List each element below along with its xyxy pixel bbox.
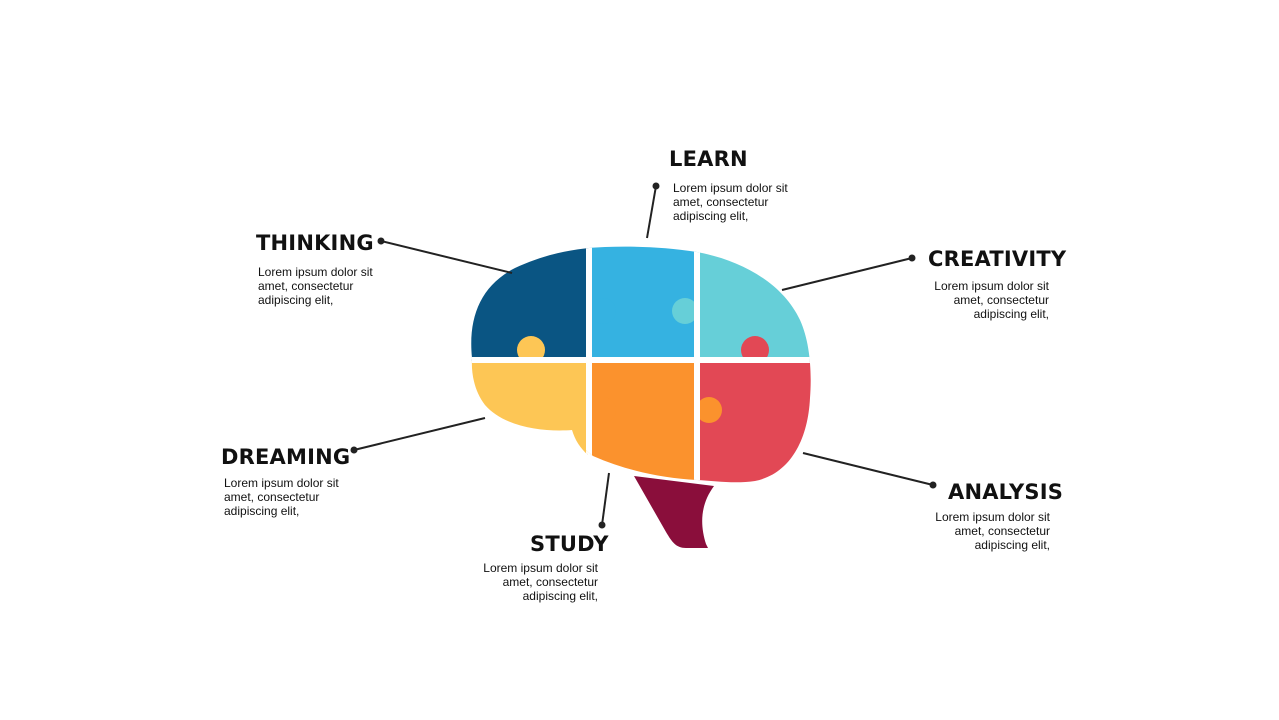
analysis-line-3: adipiscing elit, (974, 538, 1050, 552)
brain-stem-shape (634, 476, 714, 548)
analysis-piece (697, 361, 811, 483)
learn-description: Lorem ipsum dolor sit amet, consectetur … (673, 181, 823, 223)
study-piece (590, 361, 697, 483)
dreaming-description: Lorem ipsum dolor sit amet, consectetur … (224, 476, 374, 518)
dreaming-line-1: Lorem ipsum dolor sit (224, 476, 339, 490)
learn-line-3: adipiscing elit, (673, 209, 749, 223)
creativity-description: Lorem ipsum dolor sit amet, consectetur … (899, 279, 1049, 321)
thinking-title: THINKING (256, 231, 374, 255)
study-title: STUDY (530, 532, 609, 556)
thinking-line-1: Lorem ipsum dolor sit (258, 265, 373, 279)
leader-lines (350, 182, 937, 529)
thinking-piece (471, 246, 590, 361)
knob-creativity-learn (672, 298, 698, 324)
learn-piece (590, 246, 697, 361)
dreaming-piece (471, 361, 590, 481)
dot-creativity (908, 254, 916, 262)
leader-study (601, 472, 610, 526)
creativity-line-1: Lorem ipsum dolor sit (934, 279, 1049, 293)
knob-learn-thinking (590, 298, 616, 324)
creativity-line-2: amet, consectetur (953, 293, 1049, 307)
creativity-title: CREATIVITY (928, 247, 1067, 271)
brain-pieces (471, 246, 811, 483)
dreaming-title: DREAMING (221, 445, 351, 469)
dreaming-line-3: adipiscing elit, (224, 504, 300, 518)
dot-learn (652, 182, 660, 190)
study-line-1: Lorem ipsum dolor sit (483, 561, 598, 575)
study-line-3: adipiscing elit, (522, 589, 598, 603)
creativity-line-3: adipiscing elit, (973, 307, 1049, 321)
dot-study (598, 521, 606, 529)
analysis-title: ANALYSIS (948, 480, 1064, 504)
analysis-description: Lorem ipsum dolor sit amet, consectetur … (900, 510, 1050, 552)
leader-creativity (781, 257, 913, 291)
leader-dreaming (353, 417, 486, 451)
thinking-line-2: amet, consectetur (258, 279, 354, 293)
dot-analysis (929, 481, 937, 489)
thinking-line-3: adipiscing elit, (258, 293, 334, 307)
study-description: Lorem ipsum dolor sit amet, consectetur … (448, 561, 598, 603)
thinking-description: Lorem ipsum dolor sit amet, consectetur … (258, 265, 408, 307)
study-line-2: amet, consectetur (502, 575, 598, 589)
analysis-line-2: amet, consectetur (954, 524, 1050, 538)
learn-line-1: Lorem ipsum dolor sit (673, 181, 788, 195)
knob-study-dreaming (590, 397, 616, 423)
leader-learn (646, 185, 657, 239)
dot-thinking (377, 237, 385, 245)
dreaming-line-2: amet, consectetur (224, 490, 320, 504)
knob-study-analysis (696, 397, 722, 423)
leader-thinking (380, 240, 513, 274)
dot-dreaming (350, 446, 358, 454)
learn-line-2: amet, consectetur (673, 195, 769, 209)
learn-title: LEARN (669, 147, 748, 171)
analysis-line-1: Lorem ipsum dolor sit (935, 510, 1050, 524)
leader-analysis (802, 452, 934, 486)
